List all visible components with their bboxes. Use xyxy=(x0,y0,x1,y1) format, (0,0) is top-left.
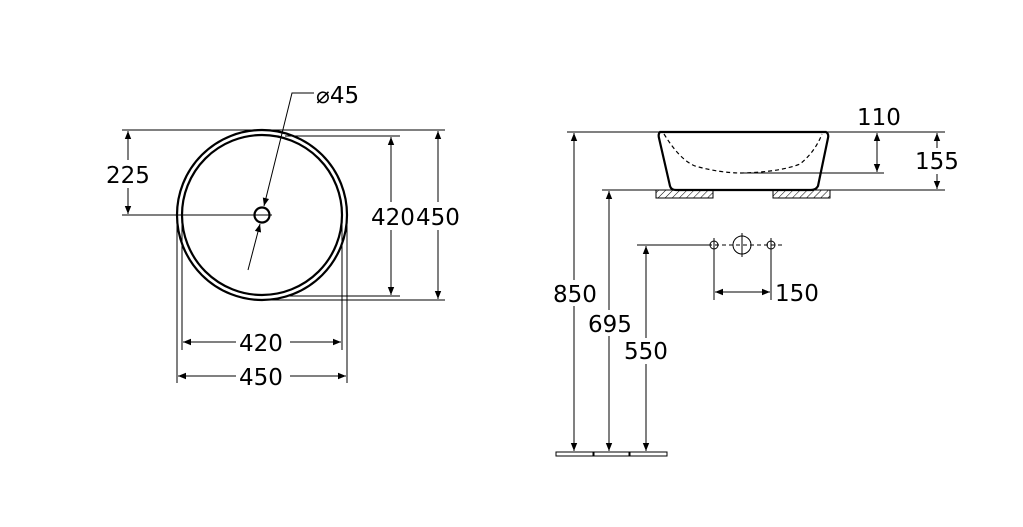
inner-height-label: 420 xyxy=(371,205,415,231)
outer-width-label: 450 xyxy=(239,365,283,391)
basin-height-label: 155 xyxy=(915,149,959,175)
side-view: 110 155 850 695 550 150 xyxy=(552,105,962,457)
inner-width-label: 420 xyxy=(239,331,283,357)
basin-depth-label: 110 xyxy=(857,105,901,131)
drain-offset-label: 225 xyxy=(106,163,150,189)
floor xyxy=(555,451,668,457)
top-view: ⌀45 225 420 450 420 450 xyxy=(105,83,462,391)
counter-height-label: 695 xyxy=(588,312,632,338)
tap-holes xyxy=(708,233,784,300)
counter-pad-right xyxy=(772,189,831,199)
tap-height-label: 550 xyxy=(624,339,668,365)
rim-height-label: 850 xyxy=(553,282,597,308)
basin-interior-dashed xyxy=(663,133,823,174)
counter-pad-left xyxy=(655,189,714,199)
outer-height-label: 450 xyxy=(416,205,460,231)
drain-diameter-label: ⌀45 xyxy=(316,83,359,109)
tap-spacing-label: 150 xyxy=(775,281,819,307)
